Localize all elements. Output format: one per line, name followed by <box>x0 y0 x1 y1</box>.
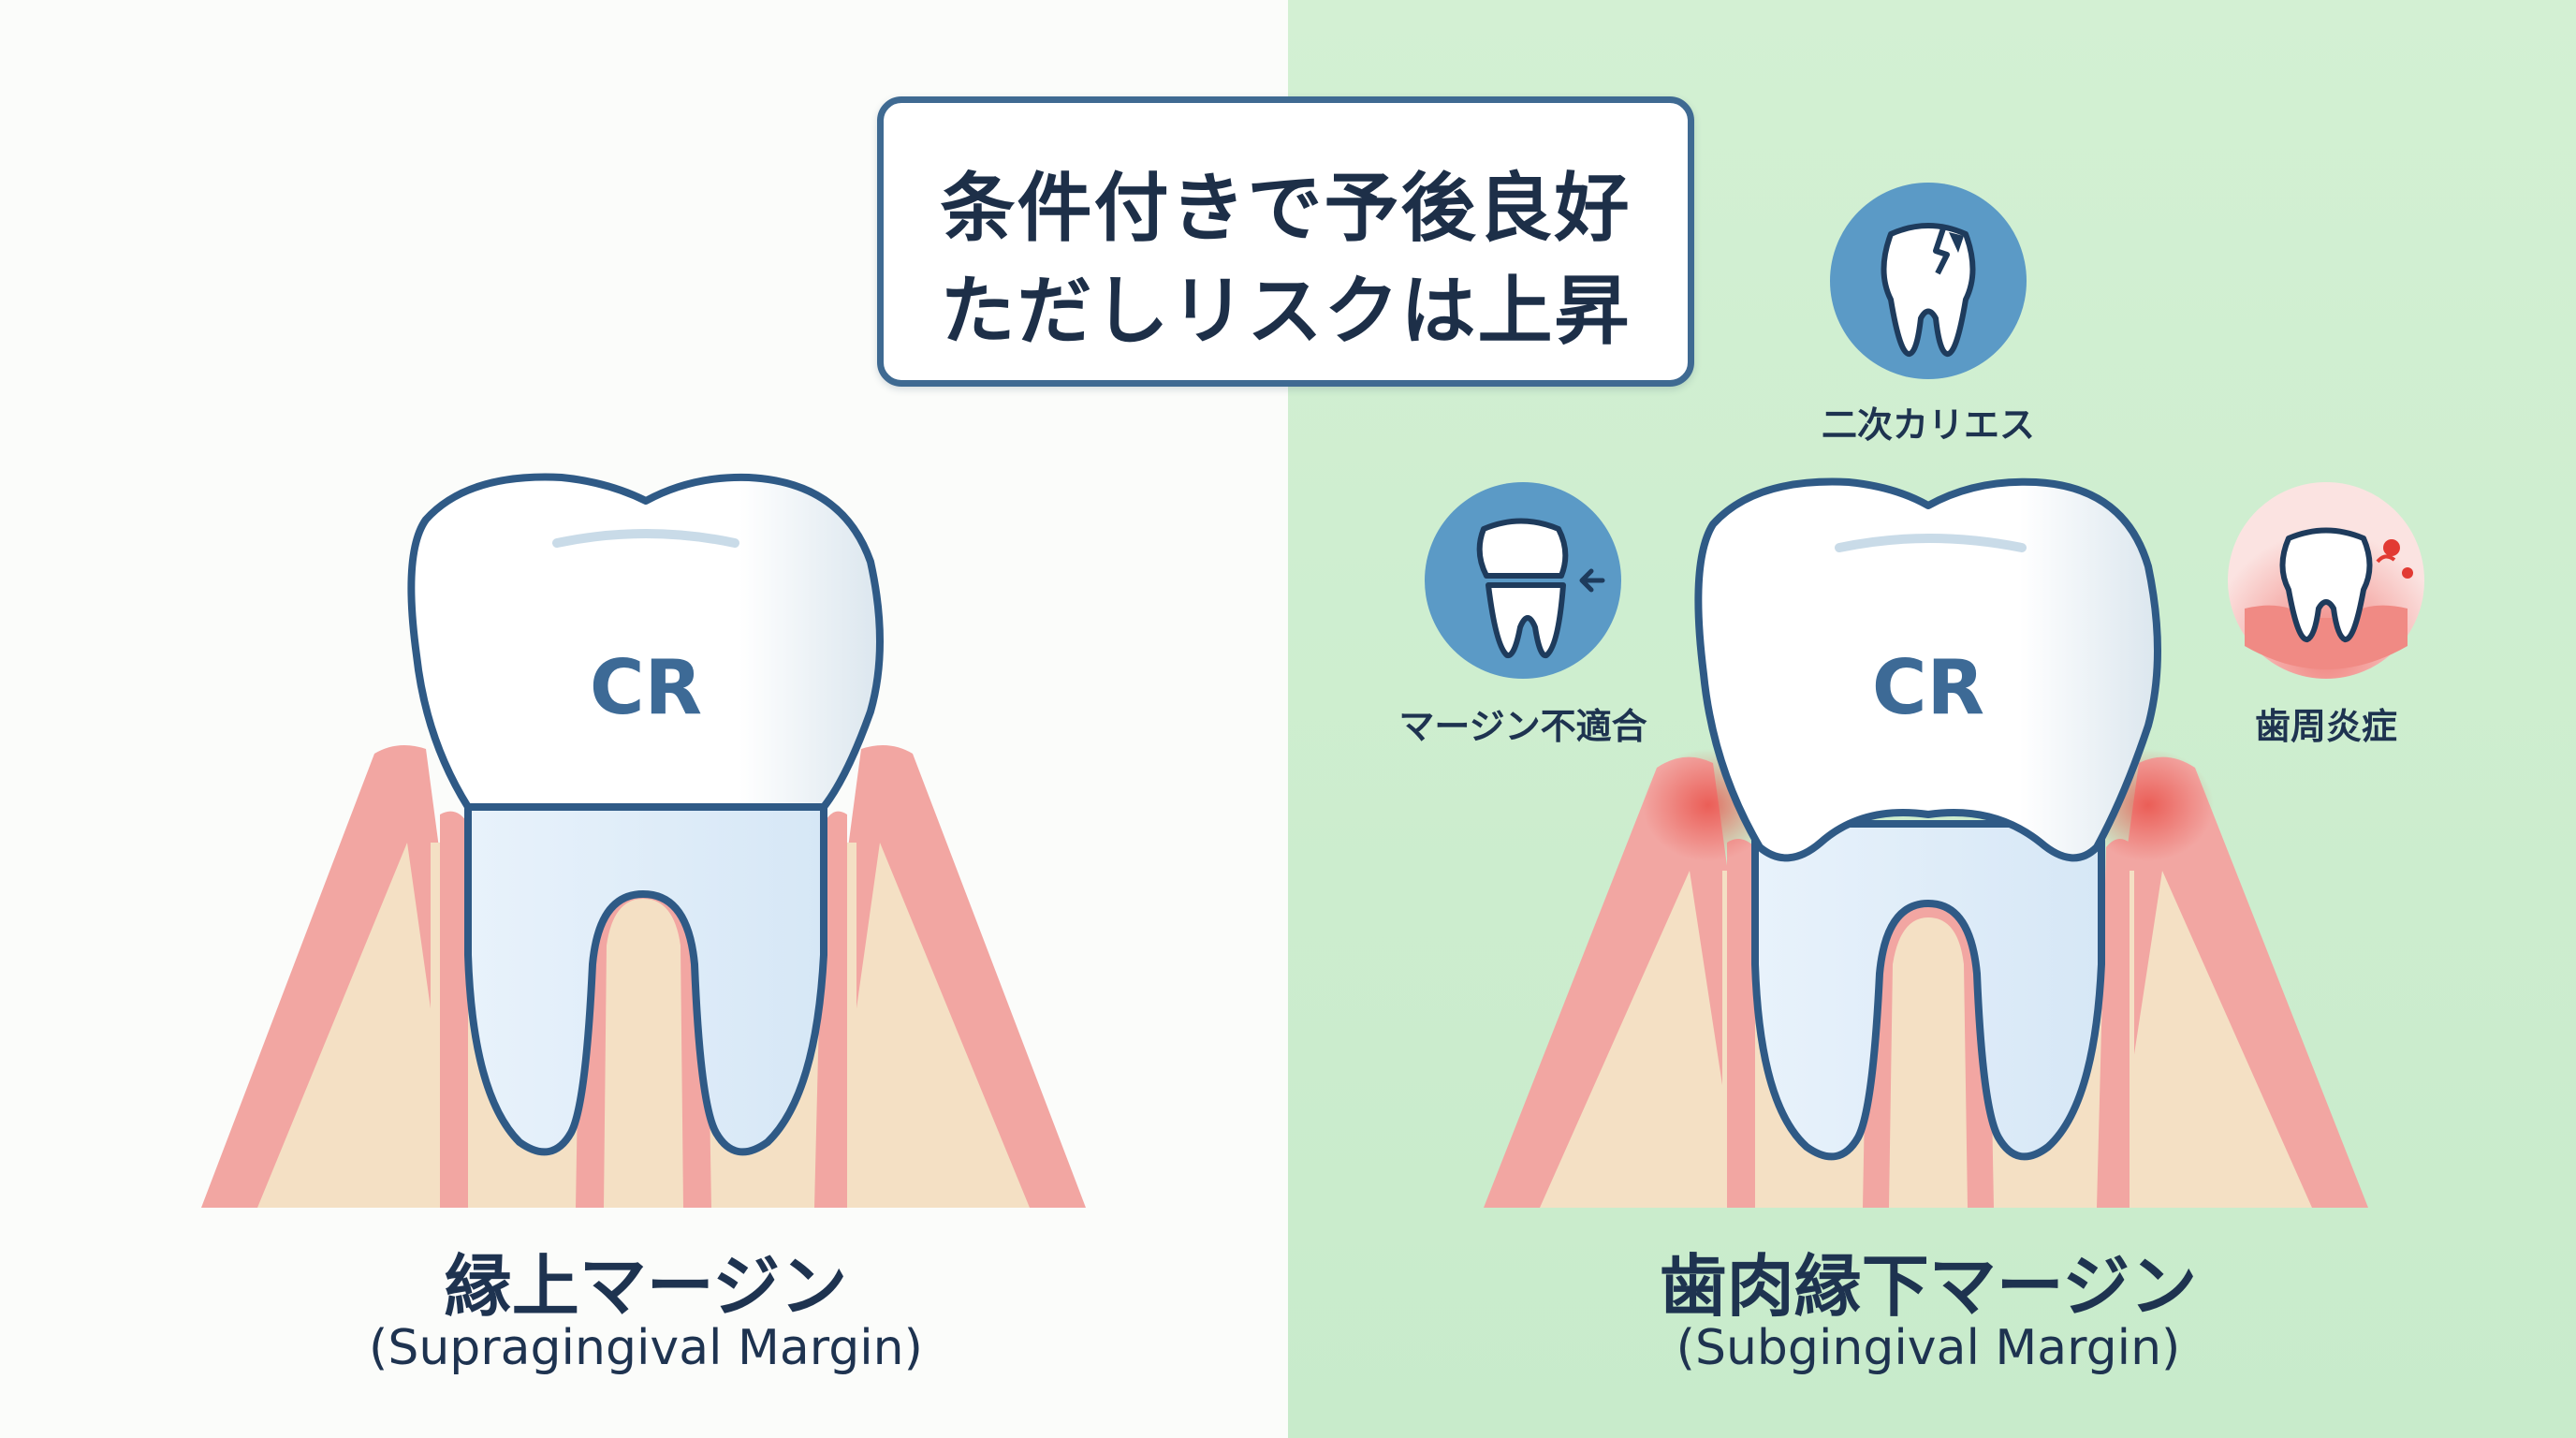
margin-gap-tooth-icon <box>1425 482 1621 679</box>
risk-label-periodontal-inflammation: 歯周炎症 <box>2254 706 2397 747</box>
left-crown <box>407 473 884 811</box>
left-title-ja: 縁上マージン <box>444 1247 848 1326</box>
left-bone <box>257 843 1030 1208</box>
right-bone <box>1540 871 2312 1208</box>
right-tooth-label: CR <box>1871 644 1985 731</box>
headline-line-1: 条件付きで予後良好 <box>940 165 1632 252</box>
right-crown <box>1694 477 2161 862</box>
left-tooth-illustration <box>201 473 1086 1208</box>
left-tooth-label: CR <box>589 644 703 731</box>
left-root <box>464 797 827 1156</box>
right-title-ja: 歯肉縁下マージン <box>1659 1247 2198 1326</box>
right-root <box>1751 820 2105 1161</box>
inflamed-gum-tooth-icon <box>2228 482 2424 679</box>
risk-label-secondary-caries: 二次カリエス <box>1821 404 2035 446</box>
risk-label-margin-discrepancy: マージン不適合 <box>1398 706 1647 747</box>
right-tooth-illustration <box>1484 477 2368 1208</box>
headline-box: 条件付きで予後良好 ただしリスクは上昇 <box>877 96 1694 387</box>
right-title-en: (Subgingival Margin) <box>1676 1320 2181 1376</box>
cracked-tooth-icon <box>1830 183 2027 379</box>
left-title-en: (Supragingival Margin) <box>369 1320 923 1376</box>
headline-line-2: ただしリスクは上昇 <box>940 268 1632 355</box>
